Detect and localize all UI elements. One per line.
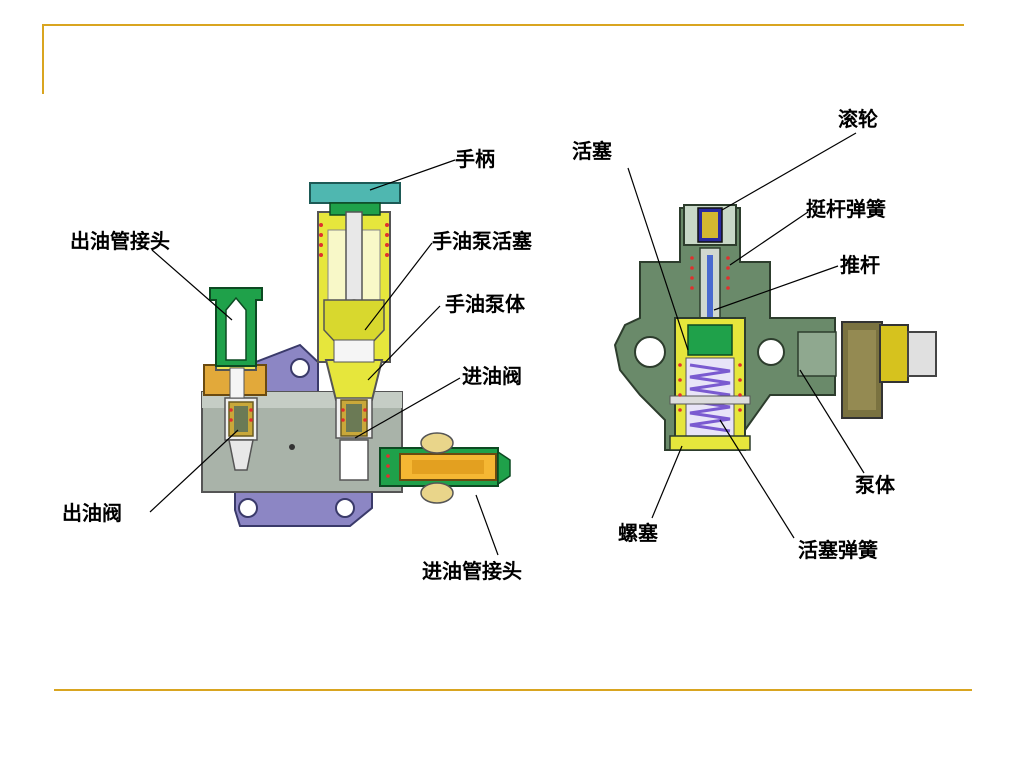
- plug: [669, 435, 751, 451]
- handle: [309, 182, 401, 204]
- label-tappet-spring: 挺杆弹簧: [806, 197, 886, 221]
- plate-hole-top: [290, 358, 310, 378]
- label-inlet-valve: 进油阀: [462, 364, 522, 388]
- pump-hole-right: [757, 338, 785, 366]
- hand-pump-assembly: [201, 182, 511, 527]
- push-rod: [707, 255, 713, 325]
- delivery-pump-assembly: [613, 204, 937, 451]
- label-roller: 滚轮: [838, 107, 878, 131]
- label-hand-pump-body: 手油泵体: [445, 292, 526, 316]
- label-outlet-valve: 出油阀: [62, 501, 122, 525]
- hand-pump-spring: [229, 223, 389, 422]
- tappet-spring: [690, 256, 730, 290]
- frame-accent-top: [42, 24, 964, 26]
- plate-hole-right: [335, 498, 355, 518]
- label-piston: 活塞: [572, 139, 613, 163]
- leader-lines: [149, 132, 865, 556]
- labels: 手柄 出油管接头 手油泵活塞 手油泵体 进油阀 出油阀 进油管接头 活塞 滚轮 …: [62, 107, 896, 583]
- label-pump-body: 泵体: [855, 473, 896, 497]
- label-hand-pump-piston: 手油泵活塞: [432, 229, 533, 253]
- hand-pump-piston: [323, 299, 385, 346]
- plate-hole-left: [238, 498, 258, 518]
- label-handle: 手柄: [455, 147, 495, 171]
- frame-accent-vertical: [42, 26, 44, 94]
- pump-hole-left: [634, 336, 666, 368]
- piston: [687, 324, 733, 356]
- plunger-rod: [345, 211, 363, 303]
- label-outlet-fitting: 出油管接头: [70, 229, 170, 253]
- label-inlet-fitting: 进油管接头: [422, 559, 522, 583]
- label-push-rod: 推杆: [840, 253, 880, 277]
- outlet-valve-tip: [228, 439, 254, 471]
- frame-accent-bottom: [54, 689, 972, 691]
- label-piston-spring: 活塞弹簧: [798, 538, 878, 562]
- label-plug: 螺塞: [618, 521, 659, 545]
- hex-nut: [879, 324, 909, 383]
